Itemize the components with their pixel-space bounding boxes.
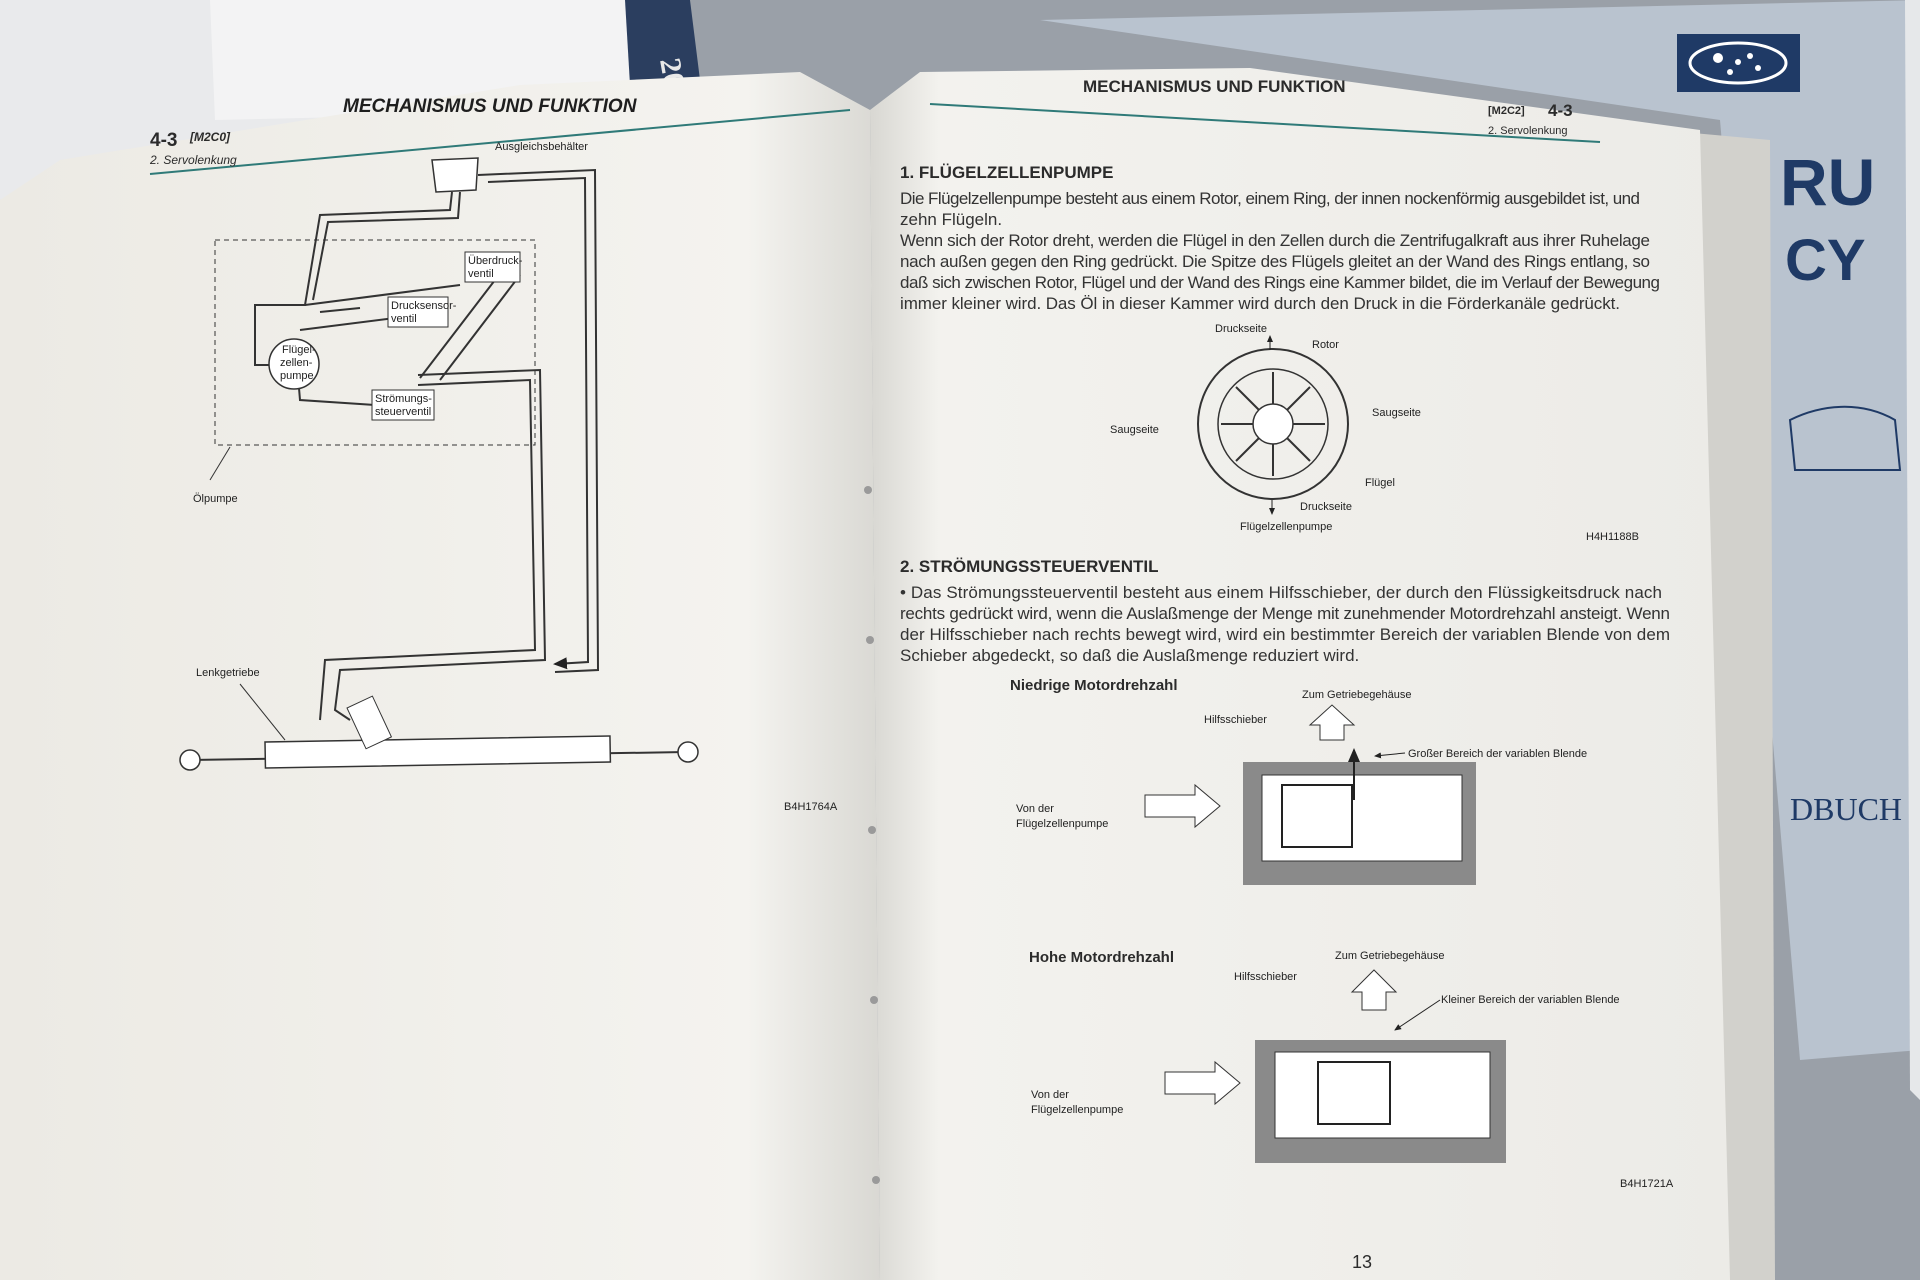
high-speed-diagram: Hohe Motordrehzahl Zum Getriebegehäuse H… bbox=[1029, 949, 1674, 1190]
right-code: [M2C2] bbox=[1488, 105, 1525, 117]
flow-control-valve-box bbox=[371, 389, 435, 421]
cover-book-text: DBUCH bbox=[1790, 791, 1902, 827]
left-header-rule bbox=[149, 109, 851, 175]
low-speed-to-gearbox-label: Zum Getriebegehäuse bbox=[1302, 689, 1411, 701]
vanes bbox=[1221, 372, 1325, 476]
oil-pump-label: Ölpumpe bbox=[193, 493, 238, 505]
pressure-sensor-valve-label-1: Drucksensor- bbox=[391, 300, 457, 312]
relief-valve-label-2: ventil bbox=[468, 268, 494, 280]
low-speed-spool-label: Hilfsschieber bbox=[1204, 714, 1267, 726]
low-speed-title: Niedrige Motordrehzahl bbox=[1010, 677, 1178, 694]
vane-label: Flügel bbox=[1365, 477, 1395, 489]
high-speed-orifice-label: Kleiner Bereich der variablen Blende bbox=[1441, 994, 1620, 1006]
left-figure-id: B4H1764A bbox=[784, 801, 838, 813]
pressure-side-bottom-label: Druckseite bbox=[1300, 501, 1352, 513]
section1-paragraph: Die Flügelzellenpumpe besteht aus einem … bbox=[900, 189, 1660, 313]
section2-line: der Hilfsschieber nach rechts bewegt wir… bbox=[900, 625, 1670, 644]
high-speed-from-pump-label-1: Von der bbox=[1031, 1089, 1069, 1101]
left-code: [M2C0] bbox=[189, 130, 231, 144]
cover-brand-text: RU bbox=[1780, 145, 1875, 219]
left-page bbox=[0, 72, 880, 1280]
background-box-blue bbox=[625, 0, 700, 85]
section2-paragraph: • Das Strömungssteuerventil besteht aus … bbox=[900, 583, 1670, 665]
low-speed-diagram: Niedrige Motordrehzahl Zum Getriebegehäu… bbox=[1010, 677, 1587, 885]
high-speed-title: Hohe Motordrehzahl bbox=[1029, 949, 1174, 966]
section1-line: daß sich zwischen Rotor, Flügel und der … bbox=[900, 273, 1660, 292]
pressure-sensor-valve-box bbox=[387, 296, 449, 328]
low-speed-from-pump-label-1: Von der bbox=[1016, 803, 1054, 815]
pump-label: Flügelzellenpumpe bbox=[1240, 521, 1332, 533]
pressure-sensor-valve-label-2: ventil bbox=[391, 313, 417, 325]
background-white-book bbox=[1905, 0, 1920, 1100]
left-header-title: MECHANISMUS UND FUNKTION bbox=[343, 96, 638, 117]
section1-line: Wenn sich der Rotor dreht, werden die Fl… bbox=[900, 231, 1650, 250]
steering-gear-label: Lenkgetriebe bbox=[196, 667, 260, 679]
section2-line: Schieber abgedeckt, so daß die Auslaßmen… bbox=[900, 646, 1359, 665]
spool-icon bbox=[1317, 1061, 1391, 1125]
vane-pump-circle bbox=[268, 338, 320, 390]
reservoir-label: Ausgleichsbehälter bbox=[495, 141, 588, 153]
flow-control-valve-label-2: steuerventil bbox=[375, 406, 431, 418]
steering-valve-icon bbox=[346, 695, 393, 750]
relief-valve-box bbox=[464, 251, 521, 283]
right-subsection: 2. Servolenkung bbox=[1488, 125, 1568, 137]
section1-line: Die Flügelzellenpumpe besteht aus einem … bbox=[900, 189, 1640, 208]
right-header-rule bbox=[929, 103, 1601, 143]
suction-side-right-label: Saugseite bbox=[1372, 407, 1421, 419]
outflow-arrow-icon bbox=[1308, 704, 1356, 741]
section1-line: immer kleiner wird. Das Öl in dieser Kam… bbox=[900, 294, 1620, 313]
right-section-number: 4-3 bbox=[1548, 101, 1573, 120]
section1-line: zehn Flügeln. bbox=[900, 210, 1002, 229]
oil-pump-boundary bbox=[214, 239, 536, 446]
pump-ring bbox=[1197, 348, 1349, 500]
power-steering-circuit-diagram: Ausgleichsbehälter Überdruck- ventil Dru… bbox=[179, 141, 838, 813]
spiral-binding bbox=[864, 486, 880, 1184]
section2-line: rechts gedrückt wird, wenn die Auslaßmen… bbox=[900, 604, 1670, 623]
tie-rod-end-right bbox=[677, 741, 699, 763]
outflow-arrow-icon bbox=[1350, 969, 1398, 1011]
section2-heading: 2. STRÖMUNGSSTEUERVENTIL bbox=[900, 557, 1159, 576]
section2-figure-id: B4H1721A bbox=[1620, 1178, 1674, 1190]
high-speed-spool-label: Hilfsschieber bbox=[1234, 971, 1297, 983]
reservoir-icon bbox=[431, 157, 479, 193]
high-speed-to-gearbox-label: Zum Getriebegehäuse bbox=[1335, 950, 1444, 962]
section2-line: • Das Strömungssteuerventil besteht aus … bbox=[900, 583, 1662, 602]
left-section-number: 4-3 bbox=[150, 130, 177, 151]
tie-rod-end-left bbox=[179, 749, 201, 771]
flow-control-valve-label-1: Strömungs- bbox=[375, 393, 432, 405]
steering-gear-housing bbox=[264, 735, 612, 769]
high-speed-from-pump-label-2: Flügelzellenpumpe bbox=[1031, 1104, 1123, 1116]
right-header-title: MECHANISMUS UND FUNKTION bbox=[1083, 77, 1346, 96]
vane-pump-label-1: Flügel- bbox=[282, 344, 316, 356]
subaru-logo-stars bbox=[1713, 53, 1761, 75]
relief-valve-label-1: Überdruck- bbox=[468, 255, 523, 267]
left-subsection: 2. Servolenkung bbox=[149, 153, 237, 167]
section1-heading: 1. FLÜGELZELLENPUMPE bbox=[900, 163, 1113, 182]
vane-pump-label-3: pumpe bbox=[280, 370, 314, 382]
spool-icon bbox=[1281, 784, 1353, 848]
section1-line: nach außen gegen den Ring gedrückt. Die … bbox=[900, 252, 1650, 271]
subaru-logo-ring bbox=[1688, 41, 1788, 85]
right-page bbox=[870, 68, 1730, 1280]
rotor-label: Rotor bbox=[1312, 339, 1339, 351]
vane-pump-label-2: zellen- bbox=[280, 357, 313, 369]
page-number: 13 bbox=[1352, 1252, 1372, 1272]
vane-pump-diagram: Druckseite Rotor Saugseite Saugseite Flü… bbox=[1110, 323, 1639, 543]
subaru-manual-cover bbox=[1040, 0, 1920, 1060]
low-speed-from-pump-label-2: Flügelzellenpumpe bbox=[1016, 818, 1108, 830]
cover-model-text: CY bbox=[1785, 228, 1866, 293]
car-outline-icon bbox=[1788, 405, 1902, 471]
section1-figure-id: H4H1188B bbox=[1586, 531, 1639, 543]
pressure-side-top-label: Druckseite bbox=[1215, 323, 1267, 335]
inflow-arrow-icon bbox=[1164, 1060, 1241, 1106]
inflow-arrow-icon bbox=[1144, 783, 1221, 829]
suction-side-left-label: Saugseite bbox=[1110, 424, 1159, 436]
low-speed-orifice-label: Großer Bereich der variablen Blende bbox=[1408, 748, 1587, 760]
